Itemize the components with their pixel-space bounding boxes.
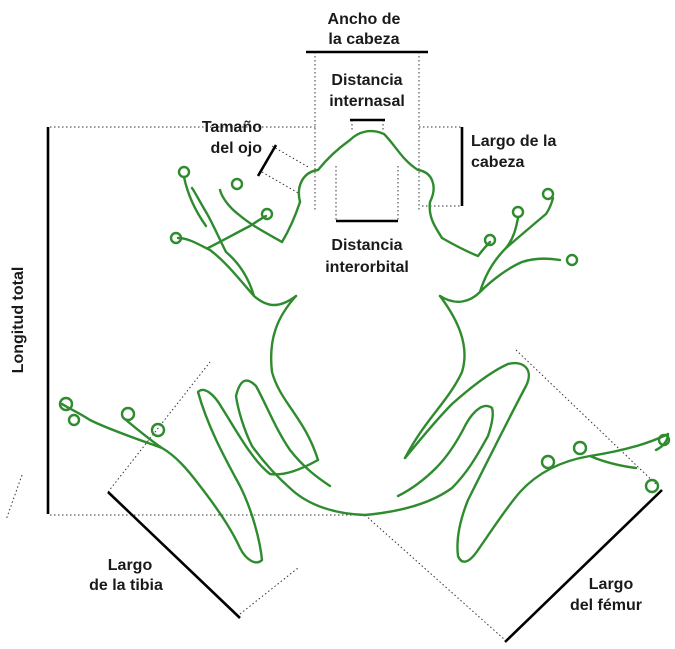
right-finger-tip-1 xyxy=(511,205,525,219)
right-toe-tip-1 xyxy=(540,454,556,470)
eye-size-label-line-1: Tamaño xyxy=(202,119,262,136)
eye-size-bar xyxy=(256,144,278,177)
frog-head xyxy=(297,129,444,240)
frog-left-arm xyxy=(176,186,298,307)
left-finger-tip-2 xyxy=(230,177,244,191)
femur-label-line-2: del fémur xyxy=(570,597,642,614)
guide-lines xyxy=(5,52,661,641)
frog-right-arm xyxy=(438,196,562,303)
right-finger-tip-4 xyxy=(483,233,497,247)
internasal-label-line-2: internasal xyxy=(329,93,405,110)
left-finger-tip-4 xyxy=(169,231,183,245)
interorbital-label-line-1: Distancia xyxy=(331,237,402,254)
head-width-label-line-1: Ancho de xyxy=(328,11,401,28)
femur-bar xyxy=(504,489,663,643)
head-width-label-line-2: la cabeza xyxy=(328,31,399,48)
internasal-label-line-1: Distancia xyxy=(331,72,402,89)
frog-outline xyxy=(58,129,671,564)
tibia-label-line-2: de la tibia xyxy=(89,577,163,594)
left-toe-tip-3 xyxy=(150,422,166,438)
right-toe-tip-2 xyxy=(572,440,588,456)
head-length-label-line-2: cabeza xyxy=(471,154,524,171)
right-toe-tip-4 xyxy=(657,433,671,447)
frog-left-leg xyxy=(60,379,367,564)
right-finger-tip-3 xyxy=(565,253,579,267)
left-finger-tip-3 xyxy=(260,207,274,221)
measurement-bars xyxy=(46,50,663,643)
left-toe-tip-2 xyxy=(120,406,136,422)
total-length-label: Longitud total xyxy=(10,267,27,374)
frog-right-leg xyxy=(363,361,670,563)
right-toe-tip-3 xyxy=(644,478,660,494)
labels: Ancho de la cabeza Distancia internasal … xyxy=(10,11,642,614)
frog-body xyxy=(270,200,466,462)
tibia-label-line-1: Largo xyxy=(108,557,153,574)
left-toe-tip-4 xyxy=(67,413,81,427)
tibia-bar xyxy=(107,491,241,619)
left-finger-tip-1 xyxy=(177,165,191,179)
right-finger-tip-2 xyxy=(541,187,555,201)
interorbital-label-line-2: interorbital xyxy=(325,259,409,276)
head-length-label-line-1: Largo de la xyxy=(471,133,556,150)
eye-size-label-line-2: del ojo xyxy=(210,140,262,157)
femur-label-line-1: Largo xyxy=(589,576,634,593)
left-toe-tip-1 xyxy=(58,396,74,412)
